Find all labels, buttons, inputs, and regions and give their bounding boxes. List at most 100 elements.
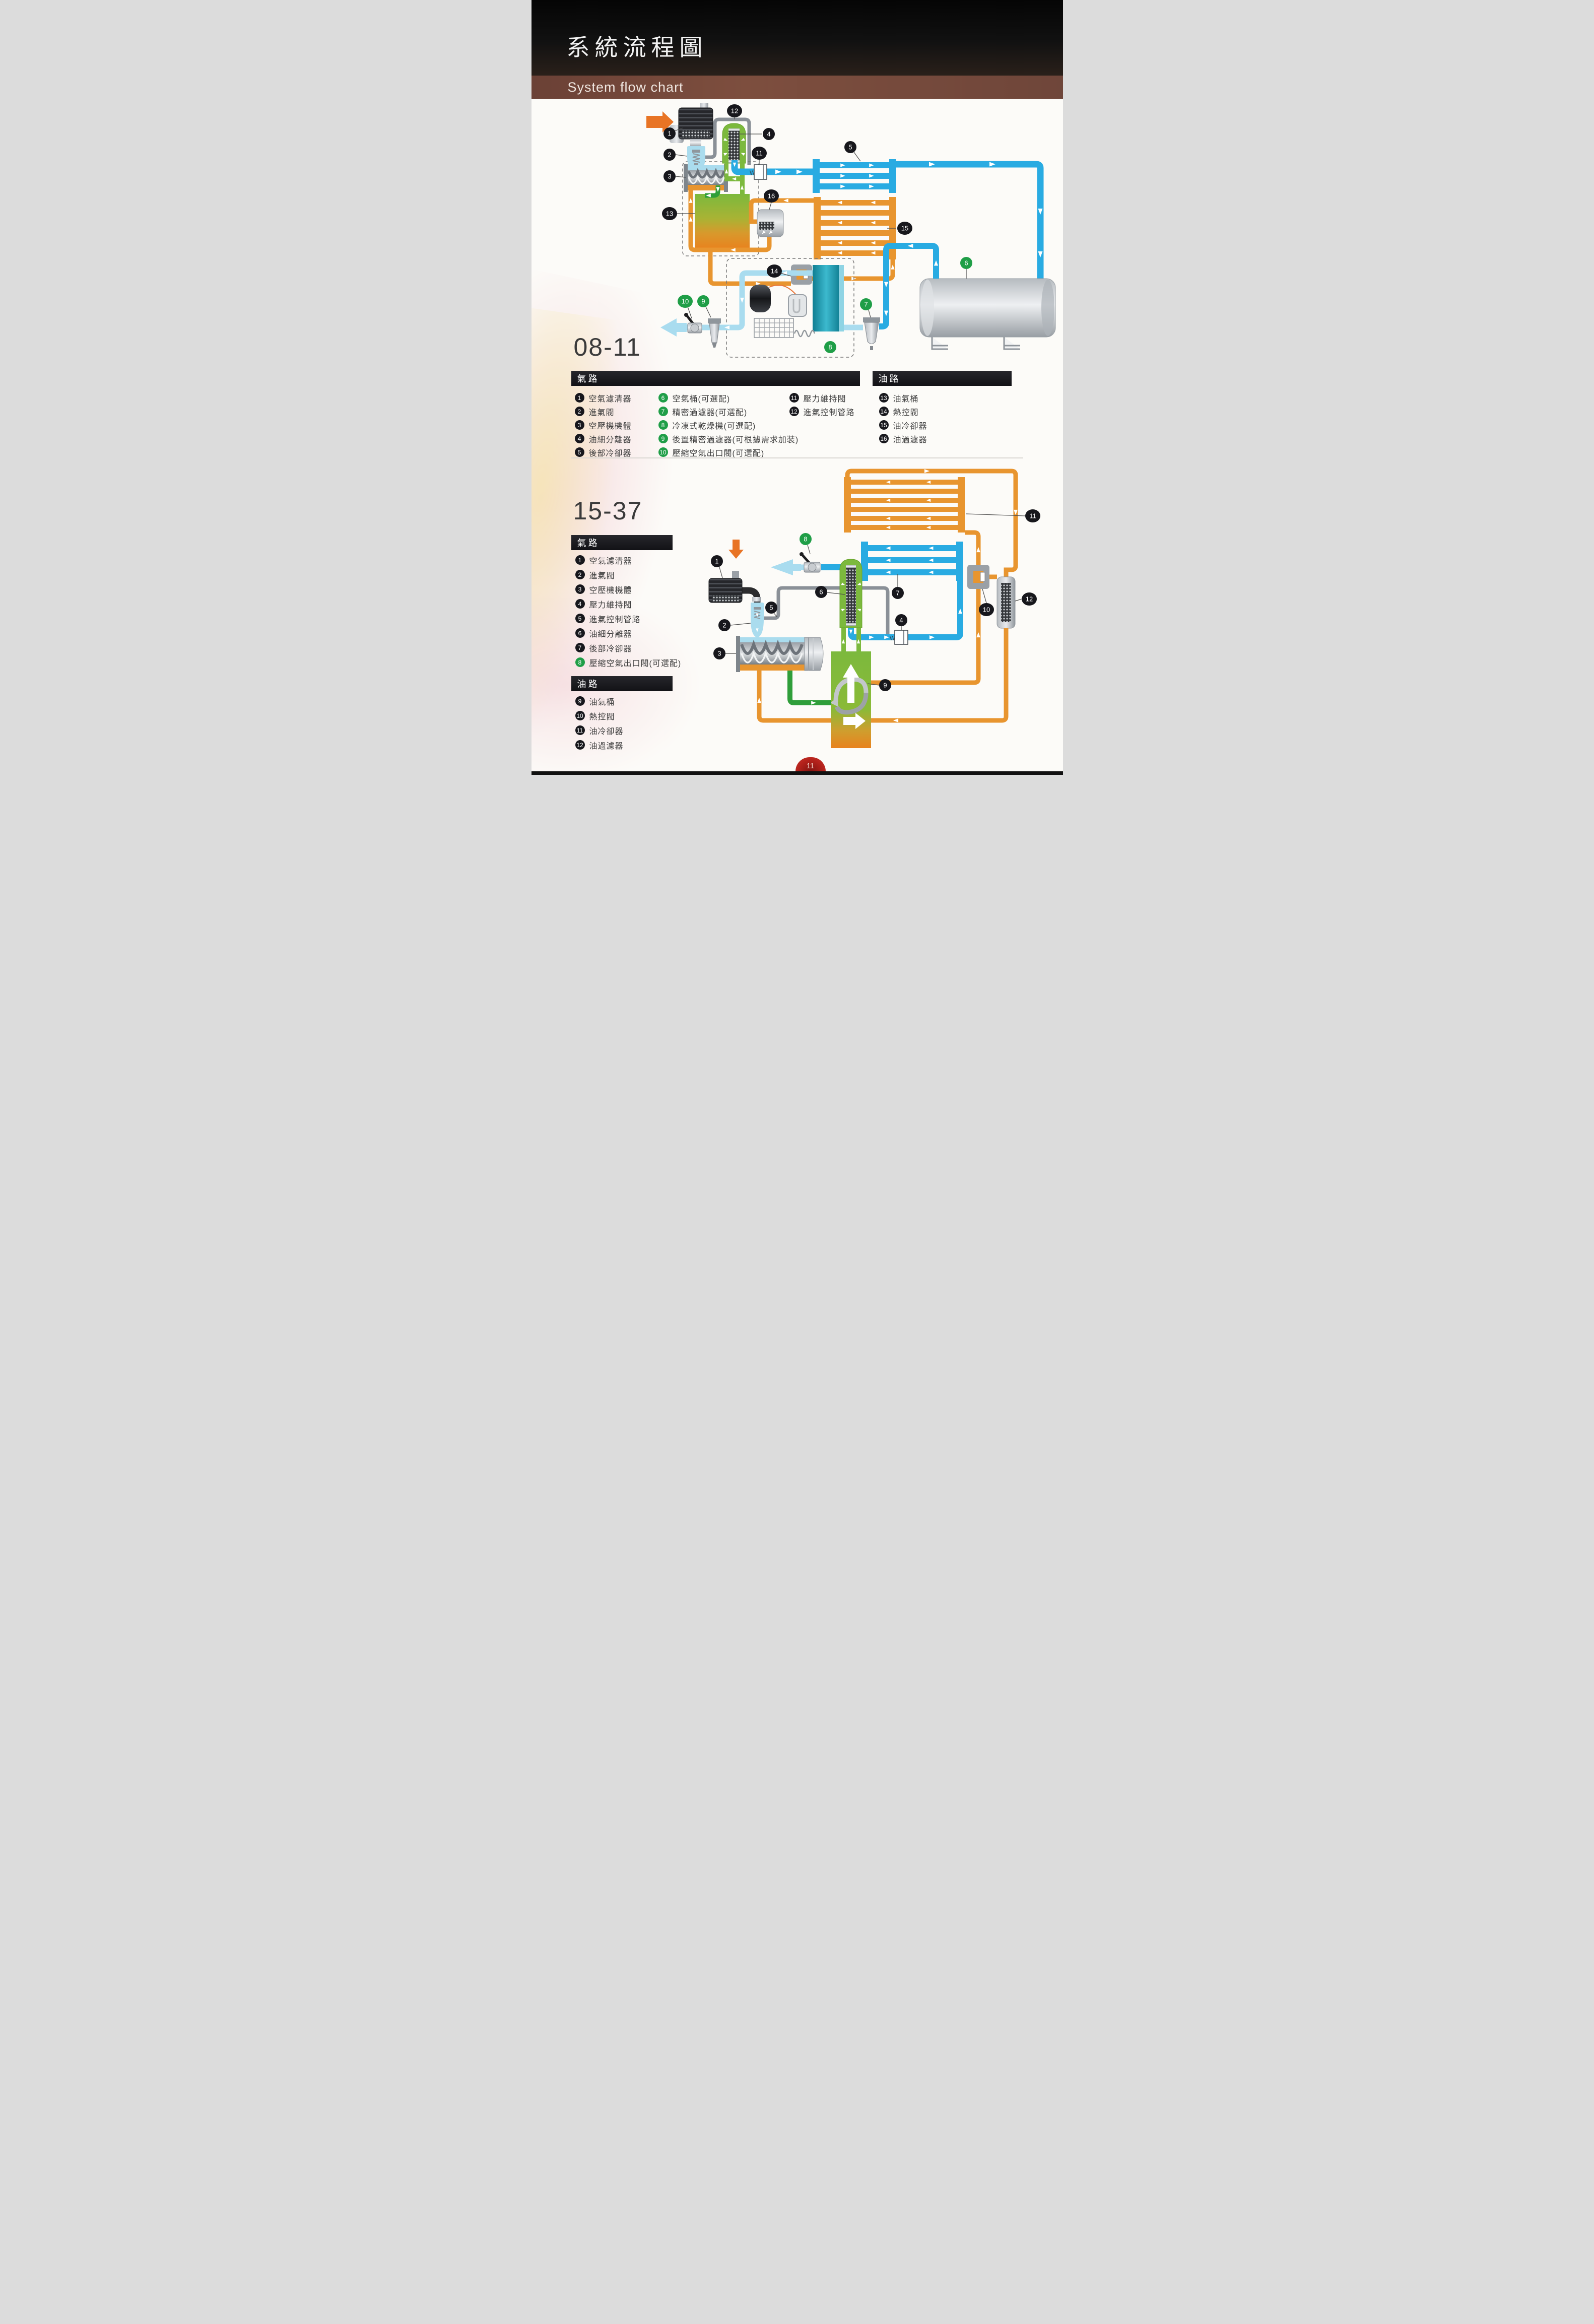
callout-12: 12 bbox=[726, 104, 742, 119]
callout-16: 16 bbox=[763, 189, 779, 210]
callout-8: 8 bbox=[824, 341, 836, 353]
callout-13: 13 bbox=[661, 207, 695, 220]
callout2-8: 8 bbox=[799, 533, 812, 554]
refrigerated-dryer bbox=[677, 258, 863, 358]
oil-cooler-out-pipe bbox=[845, 469, 1018, 577]
cooler-to-tank-pipe bbox=[896, 161, 1043, 279]
svg-text:1: 1 bbox=[668, 130, 671, 138]
air-filter bbox=[669, 103, 713, 147]
outlet-ball-valve-2 bbox=[799, 552, 820, 573]
svg-text:7: 7 bbox=[864, 301, 868, 308]
intake-valve-2b bbox=[750, 603, 764, 637]
callout2-5: 5 bbox=[765, 602, 777, 618]
oil-filter bbox=[757, 209, 783, 237]
callout2-2: 2 bbox=[718, 619, 751, 631]
svg-text:6: 6 bbox=[964, 259, 968, 267]
spring-symbol-2: W bbox=[890, 635, 896, 642]
svg-text:1: 1 bbox=[715, 558, 718, 565]
callout2-7: 7 bbox=[891, 574, 904, 599]
svg-text:4: 4 bbox=[767, 130, 770, 138]
air-path-band-2: 氣路 bbox=[571, 535, 673, 550]
svg-text:8: 8 bbox=[804, 536, 807, 543]
callout2-9: 9 bbox=[867, 679, 891, 691]
callout-5: 5 bbox=[844, 141, 860, 162]
air-path-band-1: 氣路 bbox=[571, 371, 860, 386]
svg-text:14: 14 bbox=[770, 268, 777, 275]
section-title-15-37: 15-37 bbox=[573, 497, 643, 525]
svg-text:4: 4 bbox=[899, 617, 903, 624]
airend-to-tank-pipe bbox=[787, 670, 831, 705]
svg-text:12: 12 bbox=[730, 107, 738, 115]
svg-text:12: 12 bbox=[1025, 595, 1032, 603]
callout-6: 6 bbox=[960, 257, 972, 279]
callout-2: 2 bbox=[663, 149, 687, 161]
svg-text:13: 13 bbox=[666, 210, 673, 218]
divider bbox=[571, 457, 1023, 458]
callout-15: 15 bbox=[887, 222, 912, 235]
svg-text:2: 2 bbox=[722, 622, 726, 629]
svg-text:11: 11 bbox=[756, 150, 763, 157]
header-black-band bbox=[531, 0, 1063, 76]
callout-7: 7 bbox=[859, 298, 872, 318]
callout2-1: 1 bbox=[710, 555, 723, 578]
compressor-unit-outline bbox=[682, 161, 759, 256]
callout2-10: 10 bbox=[978, 588, 994, 616]
callout2-11: 11 bbox=[966, 509, 1040, 522]
pressure-maintaining-valve bbox=[753, 164, 767, 180]
air-inlet-arrow bbox=[646, 111, 674, 132]
svg-text:8: 8 bbox=[828, 344, 832, 351]
after-cooler bbox=[812, 159, 896, 193]
after-cooler-2 bbox=[860, 542, 963, 581]
svg-text:10: 10 bbox=[681, 298, 688, 305]
oil-air-tank-2 bbox=[830, 651, 871, 748]
page-subtitle: System flow chart bbox=[567, 80, 684, 95]
flow-diagram-15-37: W bbox=[708, 469, 1040, 748]
callout-4: 4 bbox=[740, 128, 775, 140]
svg-text:6: 6 bbox=[819, 588, 823, 596]
svg-text:16: 16 bbox=[767, 192, 774, 200]
oil-path-band-1: 油路 bbox=[872, 371, 1012, 386]
air-receiver-tank bbox=[919, 278, 1055, 350]
compressor-airend bbox=[683, 164, 728, 192]
catalog-page: 系統流程圖 System flow chart bbox=[531, 0, 1063, 775]
callout-11: 11 bbox=[751, 147, 767, 165]
oil-path-band-2: 油路 bbox=[571, 676, 673, 691]
callout2-12: 12 bbox=[1015, 592, 1037, 606]
thermal-valve-2 bbox=[871, 530, 997, 685]
outlet-ball-valve bbox=[684, 313, 702, 334]
callout-10: 10 bbox=[677, 295, 693, 319]
svg-text:3: 3 bbox=[717, 650, 721, 657]
compressor-airend-2 bbox=[736, 636, 823, 672]
air-inlet-arrow-2 bbox=[728, 540, 744, 559]
